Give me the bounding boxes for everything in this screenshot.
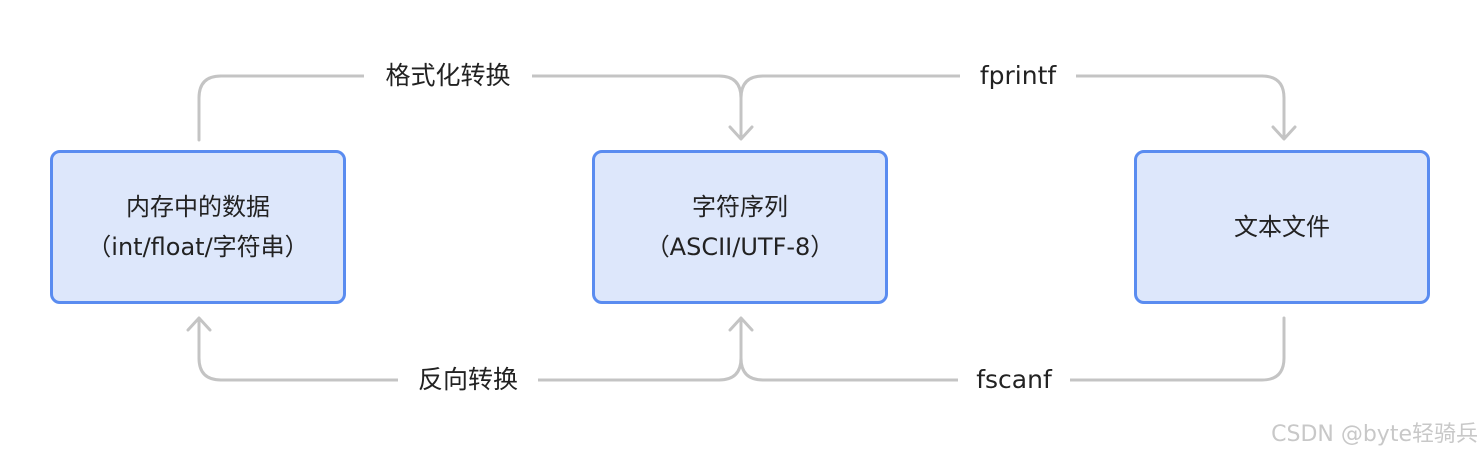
edge-fprintf-line <box>739 74 1286 140</box>
watermark-text: CSDN @byte轻骑兵 <box>1271 422 1478 447</box>
edge-fscanf-line <box>739 316 1286 382</box>
arrowhead-to-sequence-top <box>728 125 754 141</box>
node-sequence-title: 字符序列 <box>692 193 788 221</box>
edge-label-fprintf: fprintf <box>960 60 1076 92</box>
node-memory-title: 内存中的数据 <box>126 193 270 221</box>
edge-label-fscanf: fscanf <box>958 364 1070 396</box>
arrowhead-to-sequence-bottom <box>728 316 754 332</box>
node-memory-data: 内存中的数据 （int/float/字符串） <box>50 150 346 304</box>
arrowhead-to-memory-bottom <box>186 316 212 332</box>
node-sequence-subtitle: （ASCII/UTF-8） <box>645 233 835 261</box>
node-file-title: 文本文件 <box>1234 213 1330 241</box>
arrowhead-to-file-top <box>1271 125 1297 141</box>
node-character-sequence: 字符序列 （ASCII/UTF-8） <box>592 150 888 304</box>
node-text-file: 文本文件 <box>1134 150 1430 304</box>
edge-label-format-convert: 格式化转换 <box>364 60 532 92</box>
node-memory-subtitle: （int/float/字符串） <box>87 233 309 261</box>
edge-label-reverse-convert: 反向转换 <box>398 364 538 396</box>
